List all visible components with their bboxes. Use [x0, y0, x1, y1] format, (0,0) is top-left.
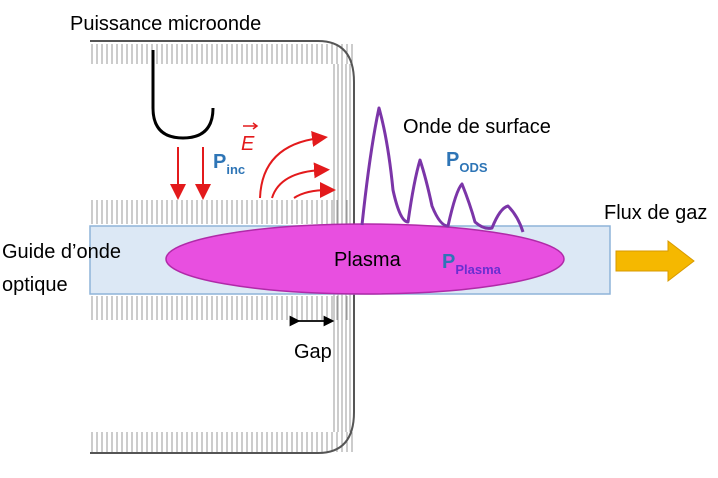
- microwave-power-label: Puissance microonde: [70, 13, 261, 35]
- microwave-antenna: [151, 50, 215, 140]
- gap-label: Gap: [294, 341, 332, 363]
- electric-field-line: [293, 182, 336, 199]
- surface-wave-label: Onde de surface: [403, 116, 551, 138]
- electric-field-line: [271, 162, 330, 199]
- incident-power-label: Pinc: [213, 151, 245, 177]
- gas-flow-label: Flux de gaz: [604, 202, 707, 224]
- electric-field-line: [259, 131, 328, 199]
- plasma-label: Plasma: [334, 249, 402, 271]
- optical-waveguide-label-line2: optique: [2, 274, 68, 296]
- gas-flow-arrow: [615, 239, 695, 283]
- plasma-power-label: PPlasma: [442, 251, 502, 277]
- svg-text:E: E: [241, 133, 255, 155]
- surface-wave-power-label: PODS: [446, 149, 488, 175]
- plasma-region: [165, 223, 565, 295]
- surface-wave-curve: [360, 106, 525, 233]
- optical-waveguide-label-line1: Guide d’onde: [2, 241, 121, 263]
- electric-field-symbol: E: [241, 122, 259, 155]
